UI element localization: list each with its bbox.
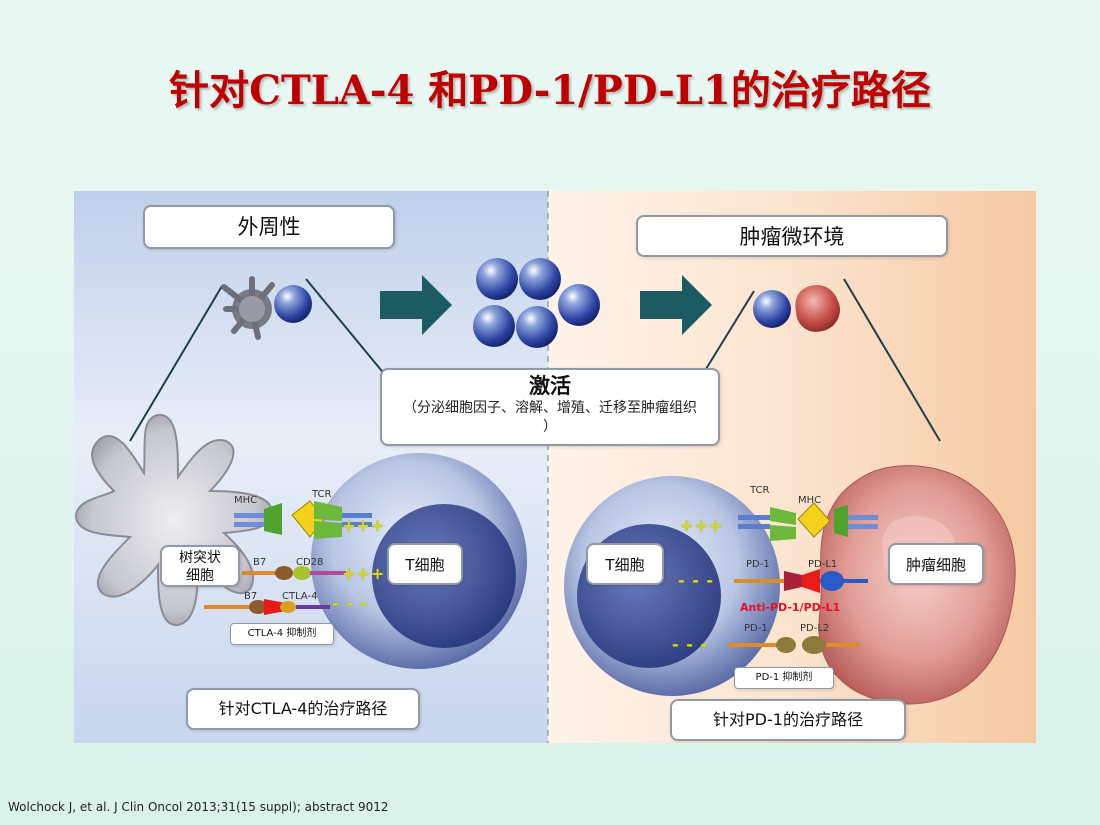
b7-ctla4-left — [204, 599, 330, 615]
arrow-migration — [640, 275, 712, 335]
page-title: 针对CTLA-4 和PD-1/PD-L1的治疗路径 — [169, 67, 931, 114]
b7-cd28-left — [242, 566, 346, 580]
activation-description: （分泌细胞因子、溶解、增殖、迁移至肿瘤组织 ） — [403, 400, 697, 435]
peripheral-label: 外周性 — [143, 205, 395, 249]
tcr-mhc-right — [738, 502, 878, 541]
tumor-cell-label: 肿瘤细胞 — [888, 543, 984, 585]
pd1-pdl1-right — [734, 569, 868, 593]
cd28-label-left: CD28 — [296, 557, 324, 568]
ctla4-pathway-label: 针对CTLA-4的治疗路径 — [186, 688, 420, 730]
mhc-tcr-left — [234, 500, 372, 539]
pd1-pathway-label: 针对PD-1的治疗路径 — [670, 699, 906, 741]
pd1-label-right-b: PD-1 — [744, 623, 768, 634]
positive-signal-cd28: +++ — [342, 564, 386, 583]
tumor-microenvironment-label: 肿瘤微环境 — [636, 215, 948, 257]
diagram-artwork — [74, 191, 1036, 743]
small-t-cell-right — [753, 290, 791, 328]
pdl1-label-right: PD-L1 — [808, 559, 838, 570]
dendritic-cell-label: 树突状 细胞 — [160, 545, 240, 587]
ctla4-label-left: CTLA-4 — [282, 591, 318, 602]
pd1-label-right-a: PD-1 — [746, 559, 770, 570]
ctla4-inhibitor-label: CTLA-4 抑制剂 — [230, 623, 334, 645]
negative-signal-ctla4: - - - — [332, 594, 369, 613]
b7-label-left-a: B7 — [253, 557, 267, 568]
positive-signal-tcr-right: +++ — [680, 516, 724, 535]
negative-signal-pdl1: - - - — [678, 571, 715, 590]
mhc-label-right: MHC — [798, 495, 822, 506]
anti-pd1-pdl1-label: Anti-PD-1/PD-L1 — [740, 601, 841, 614]
t-cell-right-label: T细胞 — [586, 543, 664, 585]
activation-box: 激活 （分泌细胞因子、溶解、增殖、迁移至肿瘤组织 ） — [380, 368, 720, 446]
small-t-cell-left — [274, 285, 312, 323]
negative-signal-pdl2: - - - — [672, 635, 709, 654]
pd1-inhibitor-label: PD-1 抑制剂 — [734, 667, 834, 689]
small-tumor-cell — [795, 284, 841, 332]
pdl2-label-right: PD-L2 — [800, 623, 830, 634]
activation-title: 激活 — [529, 374, 571, 398]
t-cell-left-label: T细胞 — [387, 543, 463, 585]
positive-signal-tcr-left: +++ — [342, 516, 386, 535]
mhc-label-left: MHC — [234, 495, 258, 506]
small-dendritic-cell — [221, 276, 275, 340]
tcr-label-left: TCR — [312, 489, 332, 500]
tcr-label-right: TCR — [750, 485, 770, 496]
pathway-diagram: 外周性 肿瘤微环境 激活 （分泌细胞因子、溶解、增殖、迁移至肿瘤组织 ） 树突状… — [74, 191, 1036, 743]
pd1-pdl2-right — [728, 636, 860, 654]
b7-label-left-b: B7 — [244, 591, 258, 602]
t-cell-cluster — [473, 258, 600, 348]
arrow-expansion — [380, 275, 452, 335]
citation-reference: Wolchock J, et al. J Clin Oncol 2013;31(… — [8, 800, 389, 814]
